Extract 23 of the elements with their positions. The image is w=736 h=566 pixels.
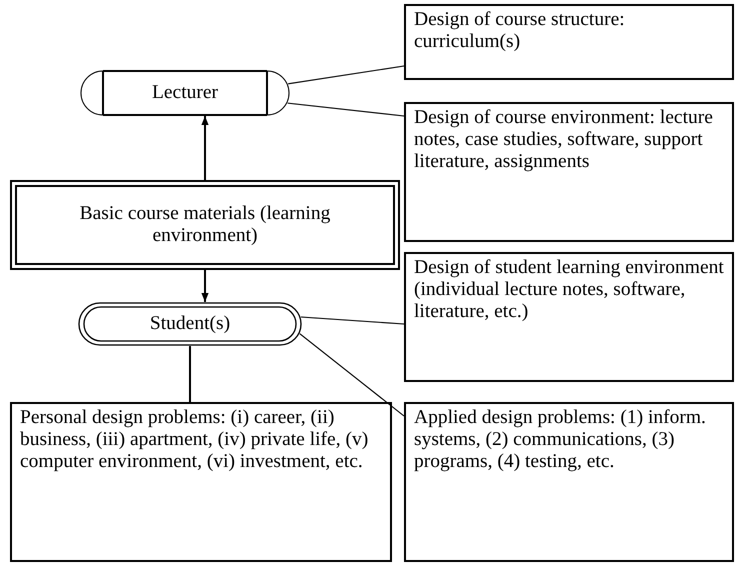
problems-box [10, 402, 392, 562]
node-label: Design of student learning environment (individual lecture notes, software, literature, etc.) [414, 257, 724, 323]
node-label: Design of course environment: lecture notes, case studies, software, support literature, assignments [414, 107, 714, 173]
materials-box [10, 180, 400, 270]
node-label: Personal design problems: (i) career, (ii) business, (iii) apartment, (iv) private life, (v) computer environment, (vi) investment, etc. [20, 407, 370, 473]
connector-line [299, 333, 404, 416]
arrow [201, 270, 209, 302]
node-label: Basic course materials (learning environment) [78, 203, 332, 247]
node-label: Applied design problems: (1) inform. systems, (2) communications, (3) programs, (4) testing, etc. [414, 407, 707, 473]
connector-line [288, 102, 404, 117]
actor-box [80, 70, 290, 116]
design-box [404, 102, 734, 242]
actor-box [78, 302, 302, 346]
connector-line [288, 65, 404, 84]
problems-box [404, 402, 734, 562]
arrow [201, 116, 209, 180]
design-box [404, 4, 734, 80]
connector-line [189, 346, 191, 402]
connector-line [300, 316, 404, 325]
node-label: Student(s) [150, 313, 230, 335]
node-label: Lecturer [152, 82, 218, 104]
design-box [404, 252, 734, 382]
node-label: Design of course structure: curriculum(s) [414, 9, 626, 53]
